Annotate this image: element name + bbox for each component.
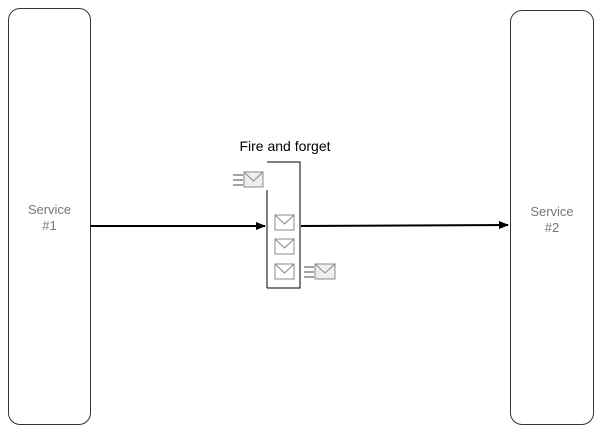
service-1-name: Service (27, 202, 72, 217)
service-2-name: Service (530, 204, 574, 219)
diagram-title: Fire and forget (239, 138, 331, 154)
queued-envelope-icon-3 (274, 263, 295, 280)
arrow-queue-to-service2 (300, 221, 509, 230)
service-1-number: #1 (42, 218, 57, 233)
service-2-number: #2 (544, 220, 560, 235)
service-2-label: Service #2 (511, 204, 593, 236)
incoming-envelope-speed-lines-icon (233, 171, 264, 188)
queued-envelope-icon-2 (274, 238, 295, 255)
service-2-box: Service #2 (510, 10, 594, 425)
service-1-label: Service #1 (9, 202, 90, 234)
outgoing-envelope-speed-lines-icon (304, 263, 336, 280)
queued-envelope-icon-1 (274, 214, 295, 231)
service-1-box: Service #1 (8, 8, 91, 425)
queue-bracket (267, 161, 301, 289)
